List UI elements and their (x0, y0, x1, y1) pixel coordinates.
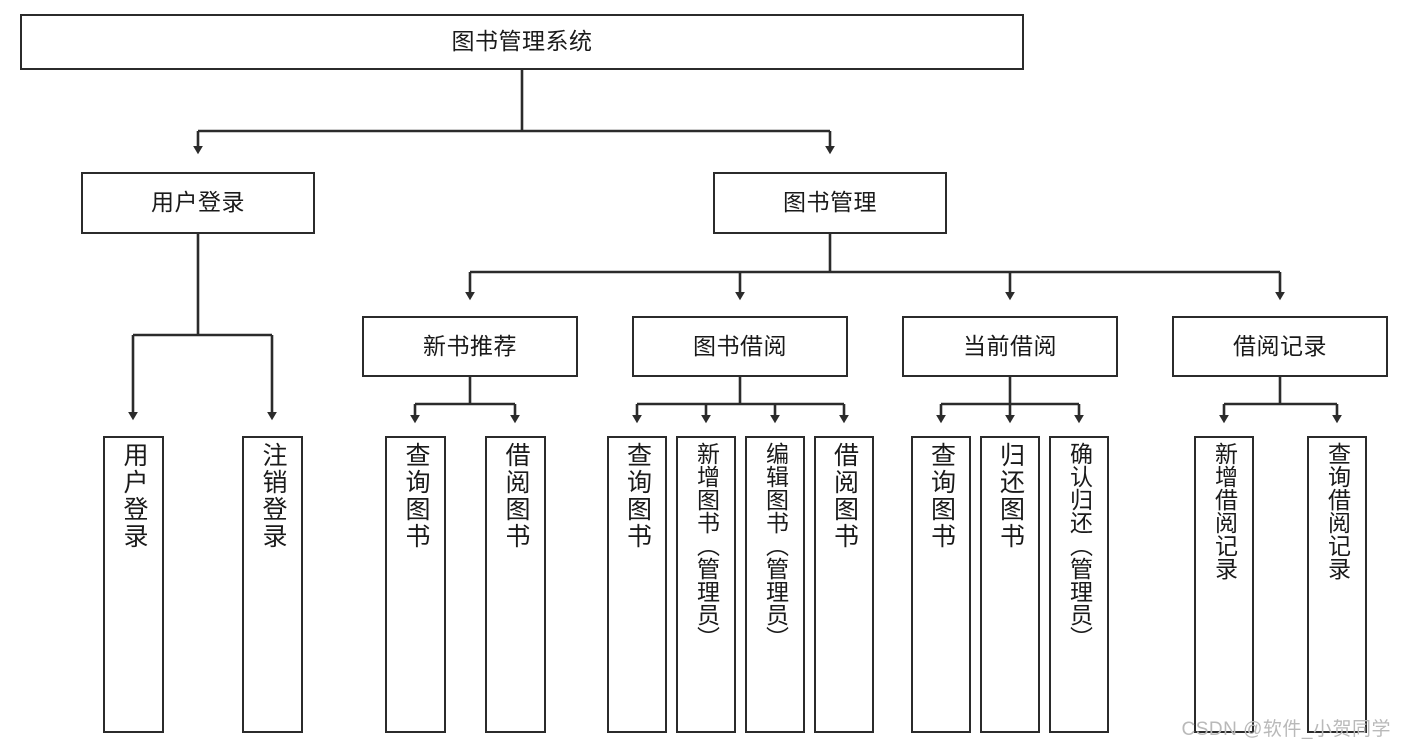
node-leaf-edit-book-label: 编辑图书（管理员） (762, 442, 789, 649)
node-leaf-query-book-2[interactable]: 查询图书 (607, 436, 667, 733)
node-book-borrow-label: 图书借阅 (693, 332, 787, 359)
node-leaf-query-record[interactable]: 查询借阅记录 (1307, 436, 1367, 733)
node-leaf-return-book[interactable]: 归还图书 (980, 436, 1040, 733)
node-leaf-add-book-label: 新增图书（管理员） (693, 442, 720, 649)
node-leaf-borrow-book-1[interactable]: 借阅图书 (485, 436, 546, 733)
node-leaf-confirm-return[interactable]: 确认归还（管理员） (1049, 436, 1109, 733)
node-new-book-recommend[interactable]: 新书推荐 (362, 316, 578, 377)
node-leaf-user-login-label: 用户登录 (120, 442, 148, 550)
node-leaf-edit-book[interactable]: 编辑图书（管理员） (745, 436, 805, 733)
node-leaf-return-book-label: 归还图书 (996, 442, 1025, 550)
node-new-book-recommend-label: 新书推荐 (423, 332, 517, 359)
node-current-borrow-label: 当前借阅 (963, 332, 1057, 359)
node-leaf-confirm-return-label: 确认归还（管理员） (1066, 442, 1093, 649)
node-leaf-borrow-book-2-label: 借阅图书 (830, 442, 859, 550)
node-leaf-user-logout-label: 注销登录 (259, 442, 287, 550)
node-borrow-record-label: 借阅记录 (1233, 332, 1327, 359)
node-leaf-add-record-label: 新增借阅记录 (1211, 442, 1238, 580)
node-leaf-query-book-1[interactable]: 查询图书 (385, 436, 446, 733)
node-current-borrow[interactable]: 当前借阅 (902, 316, 1118, 377)
node-root[interactable]: 图书管理系统 (20, 14, 1024, 70)
node-leaf-borrow-book-1-label: 借阅图书 (502, 442, 530, 550)
node-book-borrow[interactable]: 图书借阅 (632, 316, 848, 377)
node-root-label: 图书管理系统 (451, 28, 593, 55)
node-leaf-add-book[interactable]: 新增图书（管理员） (676, 436, 736, 733)
node-leaf-borrow-book-2[interactable]: 借阅图书 (814, 436, 874, 733)
node-leaf-query-record-label: 查询借阅记录 (1324, 442, 1351, 580)
node-book-manage[interactable]: 图书管理 (713, 172, 947, 234)
node-leaf-user-login[interactable]: 用户登录 (103, 436, 164, 733)
node-borrow-record[interactable]: 借阅记录 (1172, 316, 1388, 377)
node-user-login-label: 用户登录 (151, 189, 245, 216)
node-leaf-query-book-3[interactable]: 查询图书 (911, 436, 971, 733)
node-leaf-query-book-3-label: 查询图书 (927, 442, 956, 550)
node-book-manage-label: 图书管理 (783, 189, 877, 216)
node-leaf-user-logout[interactable]: 注销登录 (242, 436, 303, 733)
node-leaf-query-book-2-label: 查询图书 (623, 442, 652, 550)
node-user-login[interactable]: 用户登录 (81, 172, 315, 234)
node-leaf-query-book-1-label: 查询图书 (402, 442, 430, 550)
node-leaf-add-record[interactable]: 新增借阅记录 (1194, 436, 1254, 733)
